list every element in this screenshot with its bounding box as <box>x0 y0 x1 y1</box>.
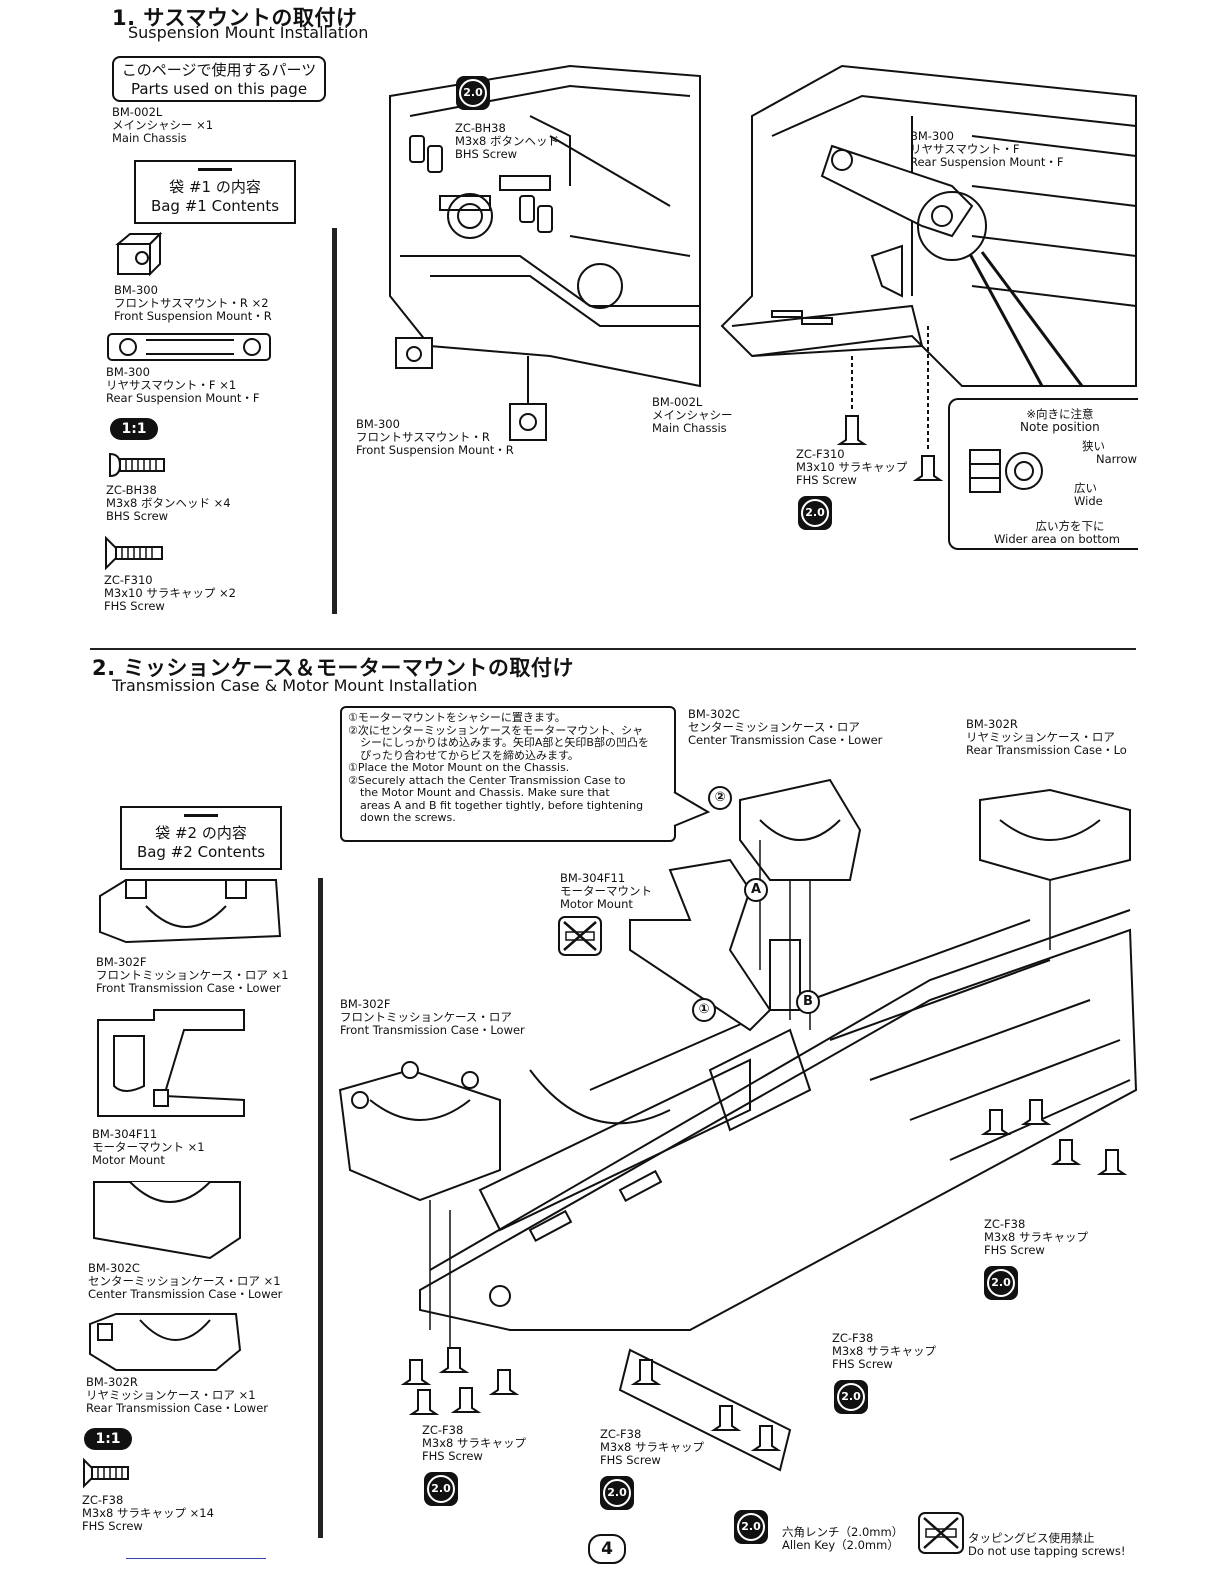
rear-case-part: BM-302R リヤミッションケース・ロア ×1 Rear Transmissi… <box>86 1375 269 1415</box>
allen-key-legend: 六角レンチ（2.0mm） Allen Key（2.0mm） <box>782 1525 904 1552</box>
note-mount-drawing <box>969 449 1043 493</box>
front-case-label: BM-302F フロントミッションケース・ロア Front Transmissi… <box>340 997 525 1037</box>
center-case-part: BM-302C センターミッションケース・ロア ×1 Center Transm… <box>88 1261 283 1301</box>
step-2-marker: ② <box>708 786 732 810</box>
motor-mount-icon <box>97 1009 245 1117</box>
rear-mount-icon <box>107 333 271 361</box>
narrow-label: 狭い Narrow <box>1082 439 1138 466</box>
note-title: ※向きに注意 Note position <box>1020 407 1100 434</box>
wide-label: 広い Wide <box>1074 481 1103 508</box>
motor-mount-label: BM-304F11 モーターマウント Motor Mount <box>560 871 652 911</box>
bag2-en: Bag #2 Contents <box>136 843 266 861</box>
rear-mount-label: BM-300 リヤサスマウント・F Rear Suspension Mount・… <box>910 129 1064 169</box>
no-tapping-legend-icon <box>918 1512 964 1554</box>
rear-chassis-drawing <box>720 64 1137 481</box>
chassis-assembly-drawing <box>338 778 1138 1350</box>
wider-bottom-label: 広い方を下に Wider area on bottom <box>994 519 1120 546</box>
lower-screws-drawing <box>400 1347 520 1415</box>
no-tapping-legend: タッピングビス使用禁止 Do not use tapping screws! <box>968 1531 1126 1558</box>
bhs-screw-part: ZC-BH38 M3x8 ボタンヘッド ×4 BHS Screw <box>106 483 231 523</box>
fhs-screw-label-1: ZC-F310 M3x10 サラキャップ FHS Screw <box>796 447 908 487</box>
section2-subtitle: Transmission Case & Motor Mount Installa… <box>112 676 478 695</box>
bhs-screw-icon <box>109 452 165 478</box>
fhs-screw-part-1: ZC-F310 M3x10 サラキャップ ×2 FHS Screw <box>104 573 236 613</box>
bag1-box: 袋 #1 の内容 Bag #1 Contents <box>134 160 296 224</box>
callout-pointer <box>673 791 711 827</box>
bhs-screw-label: ZC-BH38 M3x8 ボタンヘッド BHS Screw <box>455 121 560 161</box>
rear-case-label: BM-302R リヤミッションケース・ロア Rear Transmission … <box>966 717 1127 757</box>
allen-key-legend-icon: 2.0 <box>734 1510 768 1544</box>
page-number: 4 <box>588 1534 626 1564</box>
section1-title: 1. サスマウントの取付け <box>112 6 358 30</box>
allen-key-icon-1b: 2.0 <box>798 496 832 530</box>
allen-key-icon-2d: 2.0 <box>600 1476 634 1510</box>
bag1-jp: 袋 #1 の内容 <box>169 178 261 196</box>
center-case-label: BM-302C センターミッションケース・ロア Center Transmiss… <box>688 707 883 747</box>
mark-b: B <box>796 990 820 1014</box>
allen-key-icon-2c: 2.0 <box>424 1472 458 1506</box>
bottom-plate-drawing <box>618 1348 792 1472</box>
front-case-icon <box>99 879 282 944</box>
no-tapping-icon-1 <box>558 916 602 956</box>
front-mount-part: BM-300 フロントサスマウント・R ×2 Front Suspension … <box>114 283 272 323</box>
allen-key-icon-1a: 2.0 <box>456 76 490 110</box>
parts-used-box: このページで使用するパーツ Parts used on this page <box>112 56 326 102</box>
fhs-screw-icon-1 <box>105 535 163 571</box>
fhs-label-c: ZC-F38 M3x8 サラキャップ FHS Screw <box>422 1423 527 1463</box>
parts-used-en: Parts used on this page <box>130 80 308 98</box>
scale-badge-1: 1:1 <box>110 418 158 440</box>
front-mount-icon <box>115 231 163 277</box>
section1-sidebar-rule <box>332 228 337 614</box>
section2-title: 2. ミッションケース＆モーターマウントの取付け <box>92 656 574 680</box>
section1-subtitle: Suspension Mount Installation <box>128 23 369 42</box>
step-1-marker: ① <box>692 998 716 1022</box>
parts-used-jp: このページで使用するパーツ <box>121 61 317 79</box>
front-case-part: BM-302F フロントミッションケース・ロア ×1 Front Transmi… <box>96 955 289 995</box>
main-chassis-part: BM-002L メインシャシー ×1 Main Chassis <box>112 105 214 145</box>
bag1-en: Bag #1 Contents <box>150 197 280 215</box>
allen-key-icon-2a: 2.0 <box>984 1266 1018 1300</box>
fhs-screw-part-2: ZC-F38 M3x8 サラキャップ ×14 FHS Screw <box>82 1493 214 1533</box>
section2-sidebar-rule <box>318 878 323 1538</box>
fhs-label-a: ZC-F38 M3x8 サラキャップ FHS Screw <box>984 1217 1089 1257</box>
rear-mount-part: BM-300 リヤサスマウント・F ×1 Rear Suspension Mou… <box>106 365 260 405</box>
mark-a: A <box>744 878 768 902</box>
bag2-jp: 袋 #2 の内容 <box>155 824 247 842</box>
fhs-label-d: ZC-F38 M3x8 サラキャップ FHS Screw <box>600 1427 705 1467</box>
front-mount-label: BM-300 フロントサスマウント・R Front Suspension Mou… <box>356 417 514 457</box>
fhs-label-b: ZC-F38 M3x8 サラキャップ FHS Screw <box>832 1331 937 1371</box>
center-case-icon <box>93 1181 241 1260</box>
allen-key-icon-2b: 2.0 <box>834 1380 868 1414</box>
fhs-screw-icon-2 <box>83 1457 129 1489</box>
instruction-callout: ①モーターマウントをシャシーに置きます。 ②次にセンターミッションケースをモータ… <box>340 706 676 842</box>
bag2-box: 袋 #2 の内容 Bag #2 Contents <box>120 806 282 870</box>
motor-mount-part: BM-304F11 モーターマウント ×1 Motor Mount <box>92 1127 205 1167</box>
rear-case-icon <box>89 1313 242 1371</box>
scale-badge-2: 1:1 <box>84 1428 132 1450</box>
footer-rule <box>126 1558 266 1559</box>
section-divider <box>90 648 1136 650</box>
main-chassis-label: BM-002L メインシャシー Main Chassis <box>652 395 733 435</box>
